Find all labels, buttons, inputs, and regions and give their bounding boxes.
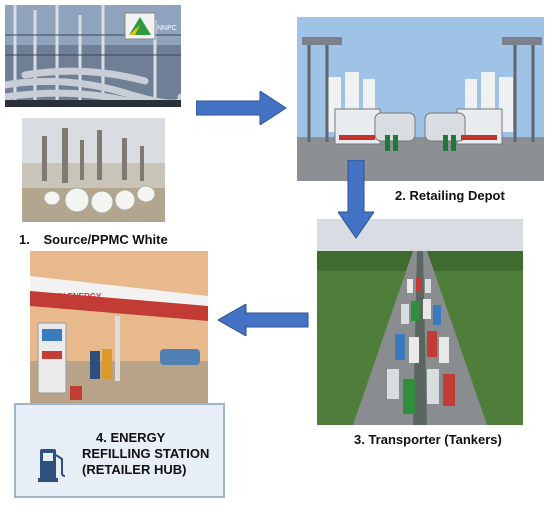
canopy-brand-text: OVH ENERGY [48, 292, 102, 301]
down-arrow [338, 160, 374, 239]
transporter-step-label: 3. Transporter (Tankers) [354, 432, 502, 447]
hub-title-line: REFILLING STATION [82, 446, 210, 461]
left-arrow [218, 304, 309, 336]
tank-farm-photo [22, 118, 165, 222]
source-step-text: Source/PPMC White [43, 232, 168, 247]
hub-title-line: (RETAILER HUB) [82, 462, 187, 477]
transporter-photo [317, 219, 523, 425]
depot-photo [297, 17, 544, 181]
station-photo: OVH ENERGY [30, 251, 208, 426]
retailer-hub-box: 4. ENERGY REFILLING STATION (RETAILER HU… [14, 403, 225, 498]
refinery-photo: NNPC [5, 5, 181, 107]
hub-title-line: 4. ENERGY [96, 430, 166, 445]
fuel-pump-icon [38, 449, 66, 482]
retailer-hub-title: 4. ENERGY REFILLING STATION (RETAILER HU… [82, 430, 222, 478]
source-step-label: 1. Source/PPMC White [19, 232, 168, 247]
depot-step-label: 2. Retailing Depot [395, 188, 505, 203]
right-arrow [196, 91, 287, 125]
nnpc-logo-text: NNPC [157, 25, 177, 32]
source-step-number: 1. [19, 232, 30, 247]
